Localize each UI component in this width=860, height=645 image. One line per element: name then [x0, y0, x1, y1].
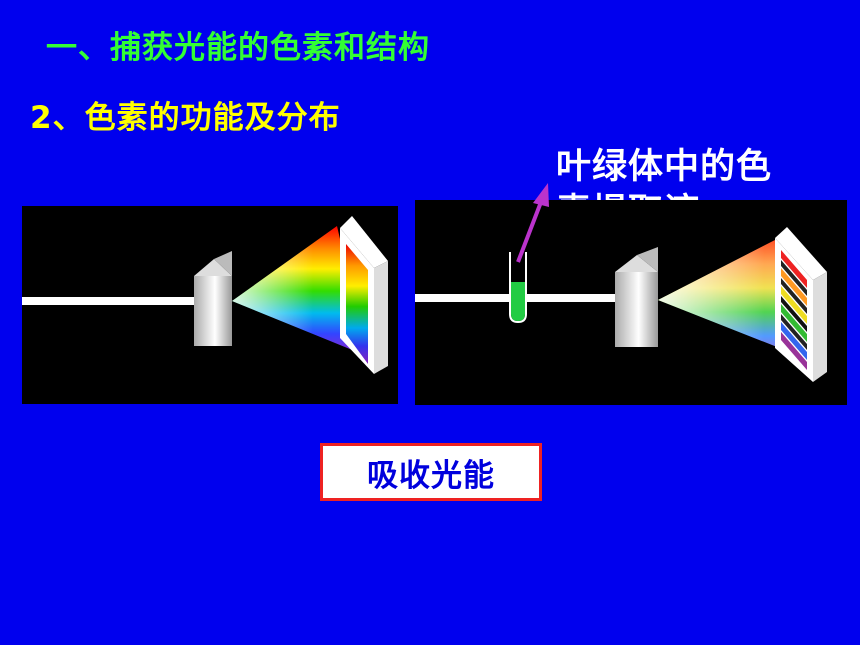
spectrum-screen: [340, 216, 388, 374]
prism: [615, 247, 658, 347]
prism: [194, 251, 232, 346]
absorb-light-label: 吸收光能: [320, 443, 542, 501]
spectrum-screen-absorption: [775, 227, 827, 382]
test-tube: [509, 252, 527, 324]
callout-line-1: 叶绿体中的色: [556, 147, 773, 187]
absorption-spectrum-figure: [415, 200, 847, 405]
light-beam: [22, 297, 194, 305]
full-spectrum-figure: [22, 206, 398, 404]
slide-subtitle: 2、色素的功能及分布: [30, 100, 341, 136]
slide-title: 一、捕获光能的色素和结构: [46, 30, 430, 66]
